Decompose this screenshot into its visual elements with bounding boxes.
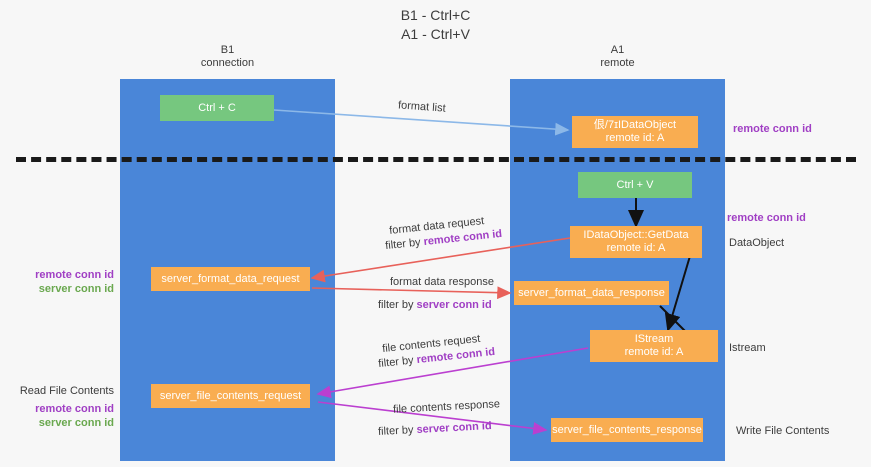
diagram-title-line-1: B1 - Ctrl+C — [400, 7, 471, 23]
annotation-istream: Istream — [729, 342, 766, 354]
annotation-left-conn-ids: remote conn id server conn id — [0, 268, 114, 296]
node-getdata-line-1: IDataObject::GetData — [583, 229, 689, 241]
node-server-format-data-response[interactable]: server_format_data_response — [514, 281, 669, 305]
label-file-contents-response-filter: filter by server conn id — [378, 419, 492, 439]
annotation-remote-conn-id-top: remote conn id — [733, 123, 812, 135]
node-idataobject-getdata[interactable]: IDataObject::GetData remote id: A — [570, 226, 702, 258]
label-file-contents-response: file contents response — [392, 398, 501, 416]
annotation-dataobject: DataObject — [729, 237, 785, 249]
lane-header-b1: B1 connection — [120, 44, 335, 70]
diagram-title-line-2: A1 - Ctrl+V — [401, 26, 470, 42]
annotation-remote-conn-id-mid: remote conn id — [727, 212, 806, 224]
lane-header-a1-line-2: remote — [600, 57, 635, 69]
annotation-write-file-contents: Write File Contents — [736, 425, 830, 437]
label-format-data-response-filter: filter by server conn id — [378, 298, 492, 312]
node-istream-line-1: IStream — [634, 333, 674, 345]
annotation-left-server-conn-id-2: server conn id — [38, 417, 114, 429]
annotation-left-remote-conn-id: remote conn id — [35, 269, 114, 281]
node-idataobject[interactable]: 佷/7ɪIDataObject remote id: A — [572, 116, 698, 148]
node-ctrl-v[interactable]: Ctrl + V — [578, 172, 692, 198]
section-divider — [16, 157, 856, 162]
node-server-format-data-request[interactable]: server_format_data_request — [151, 267, 310, 291]
node-getdata-line-2: remote id: A — [606, 242, 666, 254]
lane-header-b1-line-2: connection — [200, 57, 255, 69]
annotation-read-file-contents: Read File Contents — [19, 385, 114, 397]
node-idataobject-line-2: remote id: A — [605, 132, 665, 144]
filter-key-server-conn-id: server conn id — [416, 299, 492, 311]
node-idataobject-line-1: 佷/7ɪIDataObject — [593, 119, 677, 131]
node-istream[interactable]: IStream remote id: A — [590, 330, 718, 362]
node-server-file-contents-response[interactable]: server_file_contents_response — [551, 418, 703, 442]
label-format-list: format list — [397, 99, 447, 115]
lane-header-a1: A1 remote — [510, 44, 725, 70]
filter-prefix: filter by — [384, 236, 425, 253]
diagram-title: B1 - Ctrl+C A1 - Ctrl+V — [0, 6, 871, 44]
filter-prefix: filter by — [377, 354, 418, 371]
label-format-data-response: format data response — [390, 276, 494, 288]
node-server-file-contents-request[interactable]: server_file_contents_request — [151, 384, 310, 408]
lane-header-a1-line-1: A1 — [610, 44, 625, 56]
filter-key-server-conn-id: server conn id — [416, 420, 492, 436]
node-istream-line-2: remote id: A — [624, 346, 684, 358]
annotation-left-conn-ids-2: remote conn id server conn id — [0, 402, 114, 430]
filter-prefix: filter by — [378, 299, 417, 311]
node-ctrl-c[interactable]: Ctrl + C — [160, 95, 274, 121]
lane-header-b1-line-1: B1 — [220, 44, 235, 56]
annotation-left-server-conn-id: server conn id — [38, 283, 114, 295]
filter-prefix: filter by — [377, 423, 417, 438]
annotation-left-remote-conn-id-2: remote conn id — [35, 403, 114, 415]
